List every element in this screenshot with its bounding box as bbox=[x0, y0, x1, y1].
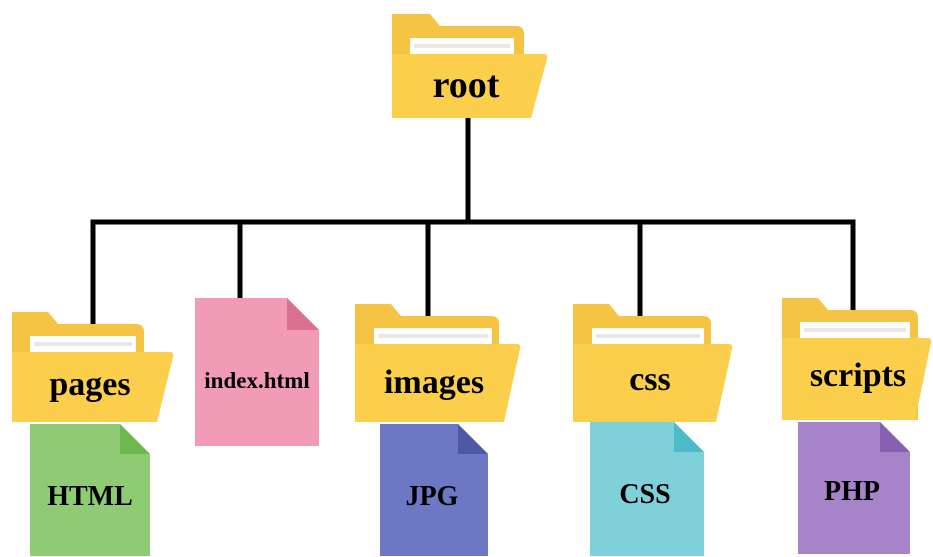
folder-label: root bbox=[433, 64, 500, 106]
root-folder[interactable]: root bbox=[392, 14, 548, 118]
file-php[interactable]: PHP bbox=[798, 422, 910, 554]
folder-icon bbox=[782, 298, 932, 420]
file-icon bbox=[590, 422, 704, 556]
file-icon bbox=[798, 422, 910, 554]
file-index-html[interactable]: index.html bbox=[195, 298, 319, 446]
file-label: CSS bbox=[619, 479, 670, 510]
folder-icon bbox=[12, 312, 174, 422]
folder-images[interactable]: JPG images bbox=[355, 304, 521, 556]
folder-label: pages bbox=[49, 366, 130, 403]
folder-label: scripts bbox=[810, 357, 906, 394]
folder-icon bbox=[355, 304, 521, 422]
file-label: PHP bbox=[824, 476, 880, 507]
file-icon bbox=[30, 424, 150, 556]
folder-scripts[interactable]: PHP scripts bbox=[782, 298, 932, 554]
file-label: JPG bbox=[406, 481, 459, 512]
folder-icon bbox=[392, 14, 548, 118]
tree-connectors bbox=[90, 115, 856, 333]
file-html[interactable]: HTML bbox=[30, 424, 150, 556]
folder-pages[interactable]: HTML pages bbox=[12, 312, 174, 556]
folder-icon bbox=[573, 304, 733, 422]
file-icon bbox=[380, 424, 488, 556]
file-label: index.html bbox=[204, 368, 309, 393]
folder-label: images bbox=[384, 364, 484, 401]
file-jpg[interactable]: JPG bbox=[380, 424, 488, 556]
file-icon bbox=[195, 298, 319, 446]
file-label: HTML bbox=[47, 481, 133, 512]
folder-label: css bbox=[629, 361, 671, 398]
file-css[interactable]: CSS bbox=[590, 422, 704, 556]
folder-css[interactable]: CSS css bbox=[573, 304, 733, 556]
